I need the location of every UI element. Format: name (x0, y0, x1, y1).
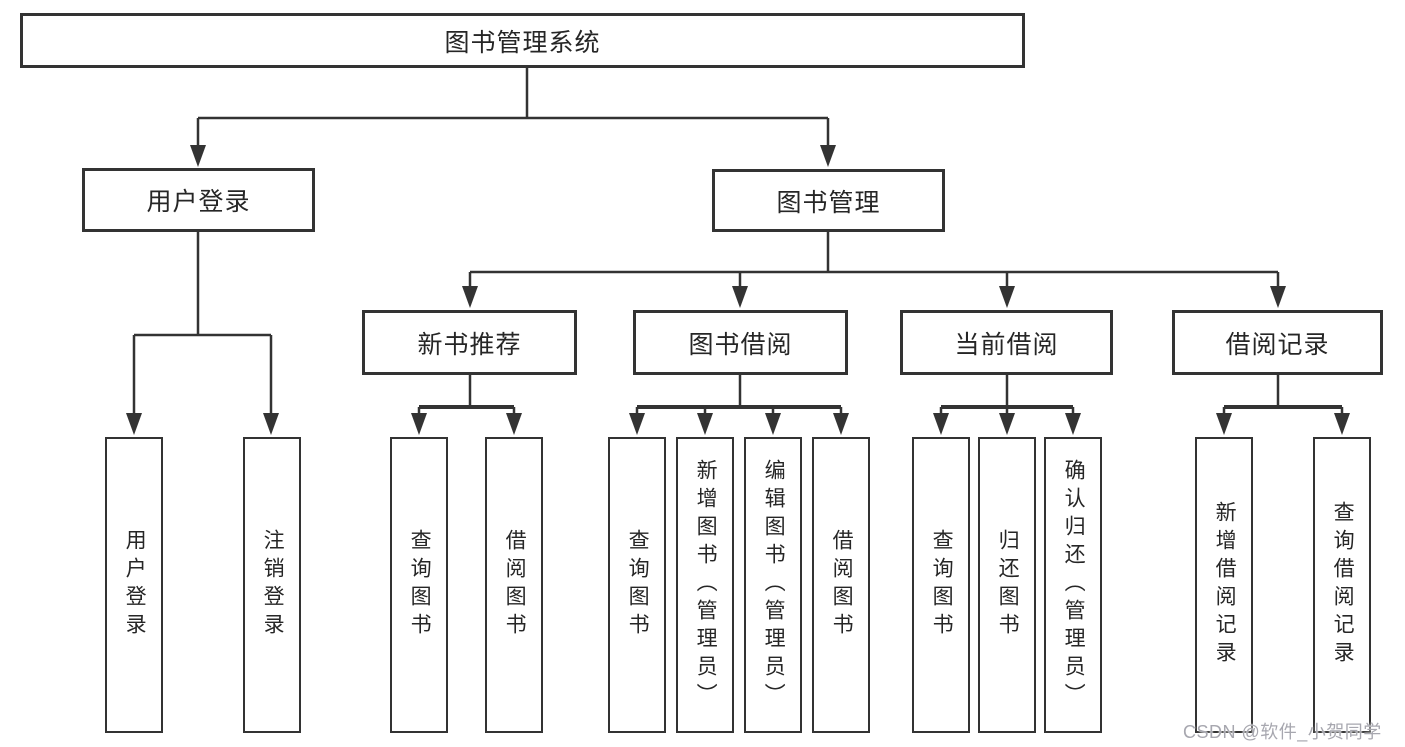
node-label: 借阅记录 (1225, 330, 1330, 359)
leaf-label: 编辑图书（管理员） (762, 459, 786, 711)
leaf-add-book-admin: 新增图书（管理员） (676, 437, 734, 733)
node-label: 当前借阅 (954, 330, 1059, 359)
leaf-query-borrow-record: 查询借阅记录 (1313, 437, 1371, 733)
node-system-root: 图书管理系统 (20, 13, 1025, 68)
leaf-logout: 注销登录 (243, 437, 301, 733)
node-user-login: 用户登录 (82, 168, 315, 232)
leaf-label: 新增借阅记录 (1213, 501, 1237, 669)
node-book-borrowing: 图书借阅 (633, 310, 848, 375)
leaf-query-books-1: 查询图书 (390, 437, 448, 733)
node-label: 图书管理系统 (444, 28, 601, 57)
leaf-label: 借阅图书 (503, 529, 527, 641)
arrowheads (126, 145, 1350, 435)
node-current-borrowing: 当前借阅 (900, 310, 1113, 375)
leaf-label: 查询图书 (626, 529, 650, 641)
leaf-label: 用户登录 (123, 529, 147, 641)
leaf-label: 归还图书 (996, 529, 1020, 641)
leaf-label: 查询借阅记录 (1331, 501, 1355, 669)
leaf-label: 查询图书 (930, 529, 954, 641)
node-label: 图书管理 (776, 188, 881, 217)
leaf-return-book: 归还图书 (978, 437, 1036, 733)
leaf-borrow-books-1: 借阅图书 (485, 437, 543, 733)
leaf-label: 确认归还（管理员） (1062, 459, 1086, 711)
leaf-label: 新增图书（管理员） (694, 459, 718, 711)
node-label: 图书借阅 (688, 330, 793, 359)
leaf-add-borrow-record: 新增借阅记录 (1195, 437, 1253, 733)
leaf-label: 查询图书 (408, 529, 432, 641)
node-label: 新书推荐 (417, 330, 522, 359)
leaf-label: 借阅图书 (830, 529, 854, 641)
node-new-book-recommend: 新书推荐 (362, 310, 577, 375)
leaf-borrow-books-2: 借阅图书 (812, 437, 870, 733)
leaf-edit-book-admin: 编辑图书（管理员） (744, 437, 802, 733)
node-label: 用户登录 (146, 188, 251, 216)
csdn-watermark: CSDN @软件_小贺同学 (1183, 722, 1382, 742)
leaf-user-login: 用户登录 (105, 437, 163, 733)
node-book-management: 图书管理 (712, 169, 945, 232)
node-borrowing-records: 借阅记录 (1172, 310, 1383, 375)
leaf-confirm-return-admin: 确认归还（管理员） (1044, 437, 1102, 733)
leaf-label: 注销登录 (261, 529, 285, 641)
leaf-query-books-2: 查询图书 (608, 437, 666, 733)
leaf-query-books-3: 查询图书 (912, 437, 970, 733)
